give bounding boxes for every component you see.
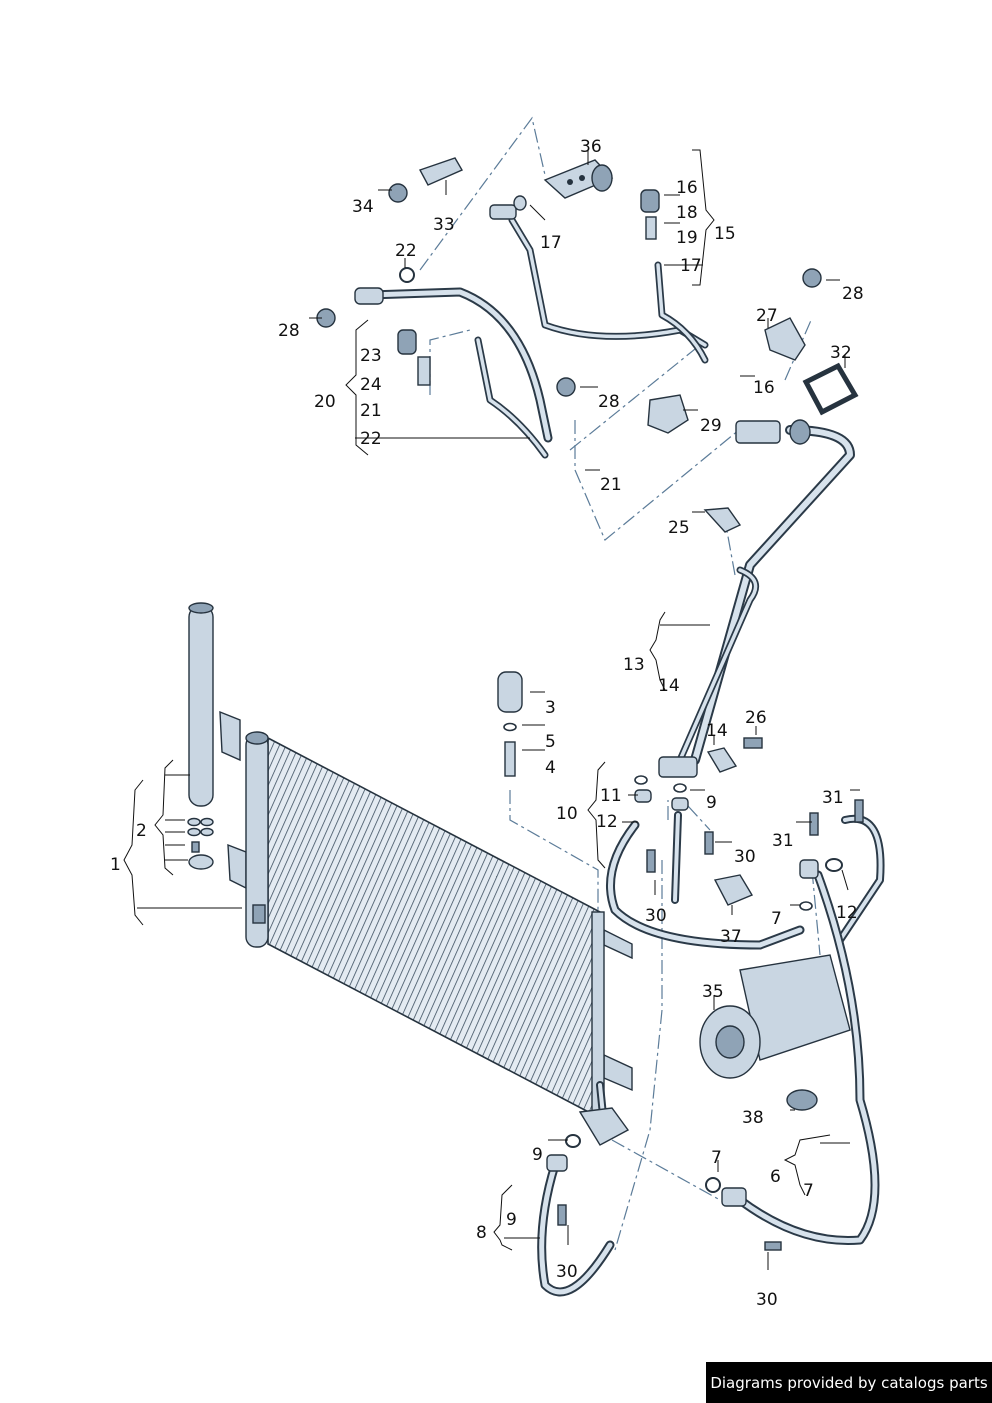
callout-label-l26: 26	[745, 708, 767, 728]
callout-label-l30a: 30	[734, 847, 756, 867]
callout-label-l21a: 21	[360, 401, 382, 421]
callout-label-l17b: 17	[680, 256, 702, 276]
callout-label-l6: 6	[770, 1167, 781, 1187]
callout-label-l16b: 16	[753, 378, 775, 398]
footer-credit: Diagrams provided by catalogs parts	[706, 1362, 992, 1403]
callout-label-l3: 3	[545, 698, 556, 718]
callout-label-l4: 4	[545, 758, 556, 778]
callout-label-l29: 29	[700, 416, 722, 436]
callout-label-l7a: 7	[771, 909, 782, 929]
callout-label-l1: 1	[110, 855, 121, 875]
callout-labels: 1234567778999101112121314141516161717181…	[110, 137, 864, 1310]
callout-label-l7c: 7	[803, 1181, 814, 1201]
callout-label-l28a: 28	[842, 284, 864, 304]
callout-label-l34: 34	[352, 197, 374, 217]
callout-label-l23: 23	[360, 346, 382, 366]
callout-label-l12b: 12	[836, 903, 858, 923]
callout-label-l22a: 22	[395, 241, 417, 261]
callout-label-l9b: 9	[532, 1145, 543, 1165]
callout-label-l14b: 14	[706, 721, 728, 741]
callout-label-l9c: 9	[506, 1210, 517, 1230]
callout-label-l18: 18	[676, 203, 698, 223]
receiver-drier	[187, 602, 214, 870]
callout-label-l35: 35	[702, 982, 724, 1002]
components	[316, 157, 864, 1251]
callout-label-l37: 37	[720, 927, 742, 947]
callout-label-l19: 19	[676, 228, 698, 248]
callout-label-l30d: 30	[756, 1290, 778, 1310]
callout-label-l17a: 17	[540, 233, 562, 253]
callout-label-l14a: 14	[658, 676, 680, 696]
callout-label-l21b: 21	[600, 475, 622, 495]
callout-label-l38: 38	[742, 1108, 764, 1128]
callout-label-l32: 32	[830, 343, 852, 363]
callout-label-l24: 24	[360, 375, 382, 395]
callout-label-l8: 8	[476, 1223, 487, 1243]
callout-label-l31b: 31	[772, 831, 794, 851]
callout-label-l36: 36	[580, 137, 602, 157]
callout-label-l30b: 30	[645, 906, 667, 926]
condenser	[219, 710, 633, 1123]
callout-label-l16a: 16	[676, 178, 698, 198]
callout-label-l28c: 28	[278, 321, 300, 341]
callout-label-l12a: 12	[596, 812, 618, 832]
callout-label-l15: 15	[714, 224, 736, 244]
callout-label-l11: 11	[600, 786, 622, 806]
callout-label-l10: 10	[556, 804, 578, 824]
callout-label-l9a: 9	[706, 793, 717, 813]
callout-label-l5: 5	[545, 732, 556, 752]
callout-label-l25: 25	[668, 518, 690, 538]
callout-label-l27: 27	[756, 306, 778, 326]
callout-label-l13: 13	[623, 655, 645, 675]
callout-label-l30c: 30	[556, 1262, 578, 1282]
callout-label-l22b: 22	[360, 429, 382, 449]
callout-label-l31a: 31	[822, 788, 844, 808]
callout-label-l28b: 28	[598, 392, 620, 412]
leader-lines	[123, 149, 860, 1270]
callout-label-l2: 2	[136, 821, 147, 841]
callout-label-l33: 33	[433, 215, 455, 235]
callout-label-l20: 20	[314, 392, 336, 412]
callout-label-l7b: 7	[711, 1148, 722, 1168]
